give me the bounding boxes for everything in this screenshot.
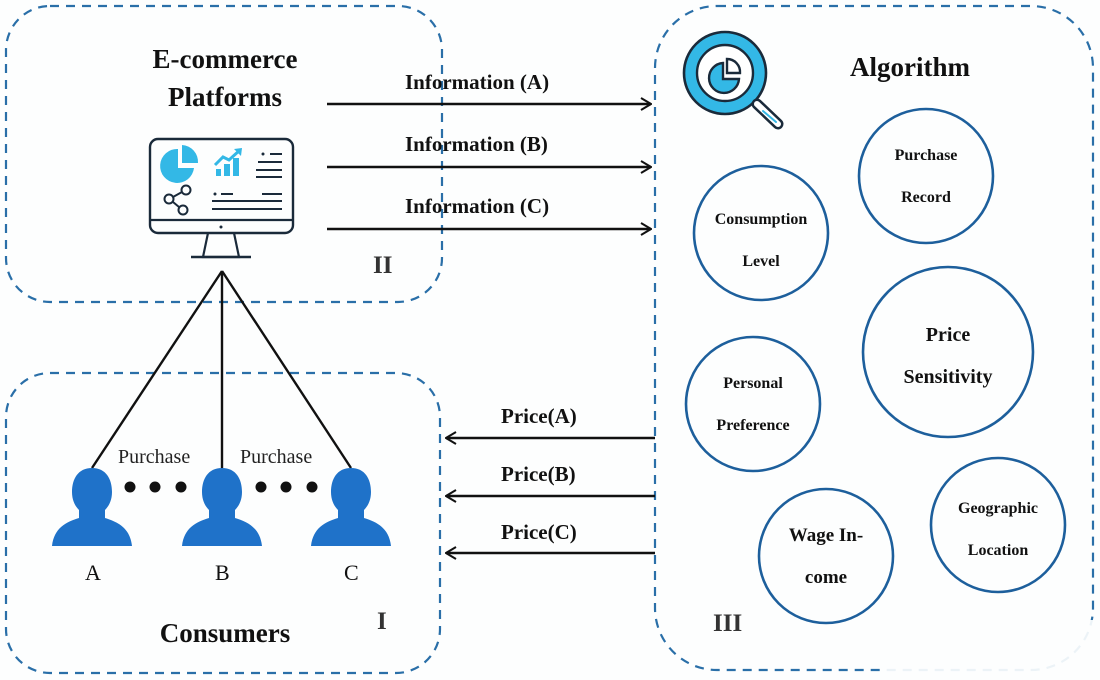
- factor-line2: Sensitivity: [903, 366, 993, 388]
- factor-line1: Wage In-: [788, 525, 864, 546]
- platforms-box: [4, 4, 444, 304]
- algorithm-section-number: III: [713, 610, 743, 637]
- connector-to-c: [220, 270, 353, 469]
- person-label-b: B: [215, 560, 230, 585]
- algorithm-title: Algorithm: [850, 52, 970, 82]
- factor-wage-income: Wage In-come: [759, 515, 893, 599]
- information-label-c: Information (C): [405, 194, 550, 218]
- factor-line2: Level: [742, 253, 780, 270]
- ellipsis-dots-ab: [124, 481, 187, 493]
- factor-circle-price-sensitivity: [861, 265, 1035, 439]
- factor-line1: Price: [925, 324, 971, 346]
- factor-line1: Geographic: [958, 500, 1038, 517]
- factor-line2: come: [804, 567, 848, 588]
- consumers-box: [4, 371, 442, 675]
- person-icon-c: [311, 468, 391, 546]
- ellipsis-dots-bc: [255, 481, 318, 493]
- factor-circle-consumption-level: [692, 164, 830, 302]
- factor-line1: Purchase: [894, 147, 958, 164]
- price-label-b: Price(B): [501, 462, 576, 486]
- platforms-title-line1: E-commerce: [152, 44, 298, 74]
- price-label-a: Price(A): [501, 404, 577, 428]
- platforms-title-line2: Platforms: [168, 82, 282, 112]
- factor-circle-purchase-record: [857, 107, 995, 245]
- person-label-a: A: [85, 560, 101, 585]
- factor-circle-wage-income: [757, 487, 895, 625]
- platforms-title: E-commerce Platforms: [110, 40, 340, 116]
- algorithm-box: [653, 4, 1095, 672]
- monitor-dashboard-icon: [148, 137, 295, 259]
- information-label-b: Information (B): [405, 132, 548, 156]
- magnifier-pie-chart-icon: [682, 30, 784, 130]
- factor-line2: Record: [901, 189, 951, 206]
- information-label-a: Information (A): [405, 70, 550, 94]
- person-label-c: C: [344, 560, 359, 585]
- price-label-c: Price(C): [501, 520, 577, 544]
- purchase-label-bc: Purchase: [240, 446, 313, 468]
- purchase-label-ab: Purchase: [118, 446, 191, 468]
- factor-line2: Location: [967, 542, 1029, 559]
- watermark-fade: [880, 620, 1100, 680]
- person-icon-b: [182, 468, 262, 546]
- person-icon-a: [52, 468, 132, 546]
- factor-circle-personal-preference: [684, 335, 822, 473]
- factor-line1: Personal: [723, 375, 783, 392]
- factor-line2: Preference: [716, 417, 790, 434]
- consumers-title: Consumers: [159, 618, 291, 648]
- connector-to-a: [90, 270, 224, 469]
- factor-line1: Consumption: [714, 211, 808, 228]
- consumers-section-number: I: [377, 608, 387, 635]
- platforms-section-number: II: [373, 252, 393, 279]
- factor-circle-geographic-location: [929, 456, 1067, 594]
